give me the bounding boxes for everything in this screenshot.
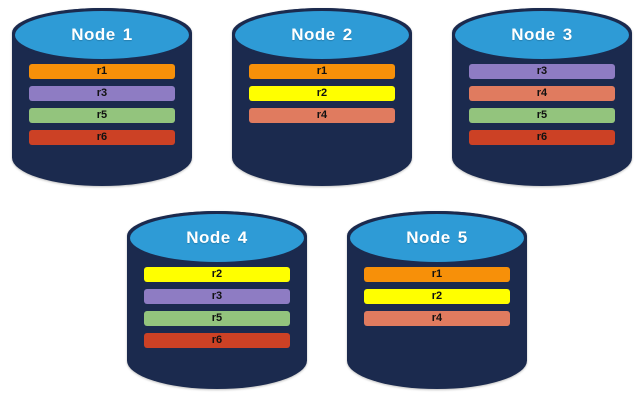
replica-bar[interactable]: r6: [29, 130, 175, 145]
replica-bar[interactable]: r5: [144, 311, 290, 326]
replica-bar[interactable]: r5: [29, 108, 175, 123]
cylinder-top-disc: [347, 211, 527, 265]
cylinder-top-disc: [127, 211, 307, 265]
cylinder-top-disc: [232, 8, 412, 62]
replica-bar[interactable]: r6: [469, 130, 615, 145]
replica-bar[interactable]: r1: [364, 267, 510, 282]
cylinder-top-disc: [452, 8, 632, 62]
replica-bar[interactable]: r3: [29, 86, 175, 101]
replica-bar[interactable]: r6: [144, 333, 290, 348]
replica-bar[interactable]: r2: [364, 289, 510, 304]
replica-bar[interactable]: r4: [249, 108, 395, 123]
replica-list: r1 r2 r4: [232, 64, 412, 123]
replica-bar[interactable]: r5: [469, 108, 615, 123]
cylinder-top-disc: [12, 8, 192, 62]
replica-bar[interactable]: r2: [144, 267, 290, 282]
replica-list: r1 r2 r4: [347, 267, 527, 326]
replica-bar[interactable]: r3: [144, 289, 290, 304]
replica-bar[interactable]: r3: [469, 64, 615, 79]
replica-bar[interactable]: r1: [29, 64, 175, 79]
replica-bar[interactable]: r2: [249, 86, 395, 101]
replica-bar[interactable]: r1: [249, 64, 395, 79]
replica-list: r1 r3 r5 r6: [12, 64, 192, 145]
replica-list: r3 r4 r5 r6: [452, 64, 632, 145]
replica-bar[interactable]: r4: [469, 86, 615, 101]
replica-bar[interactable]: r4: [364, 311, 510, 326]
replica-list: r2 r3 r5 r6: [127, 267, 307, 348]
